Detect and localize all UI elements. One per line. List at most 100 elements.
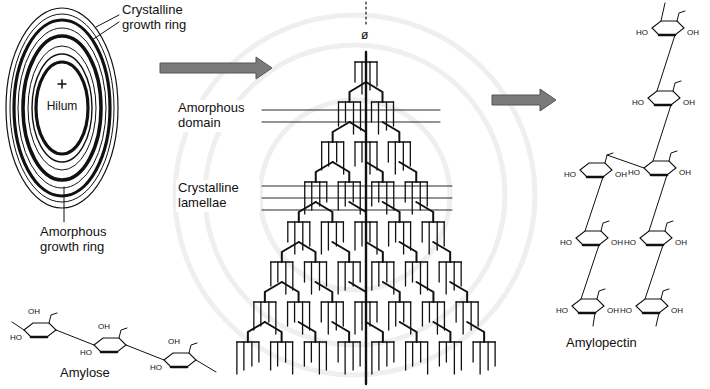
side-chain (326, 182, 327, 202)
side-chain (319, 342, 320, 374)
side-chain (277, 262, 278, 282)
cluster-bar (288, 221, 310, 223)
branch-chain (349, 202, 366, 222)
leader-line (92, 22, 119, 40)
side-chain (311, 262, 312, 294)
cluster-bar (237, 341, 259, 343)
side-chain (494, 342, 495, 366)
branch-chain (383, 202, 400, 222)
side-chain (285, 262, 286, 294)
side-chain (321, 222, 322, 254)
starch-granule (6, 8, 119, 222)
side-chain (461, 262, 462, 286)
side-chain (311, 342, 312, 362)
atom-label: OH (168, 338, 180, 346)
atom-label: OH (675, 239, 687, 247)
side-chain (410, 222, 411, 250)
side-chain (353, 262, 354, 286)
side-chain (472, 342, 473, 362)
ring-front-edge (643, 312, 659, 315)
ring-front-edge (171, 366, 187, 369)
side-chain (294, 222, 295, 254)
glycosidic-bond (581, 245, 599, 299)
side-chain (371, 102, 372, 122)
cluster-bar (372, 101, 394, 103)
side-chain (336, 222, 337, 246)
side-chain (287, 222, 288, 242)
glycosidic-bond (656, 313, 659, 326)
cluster-bar (305, 181, 327, 183)
cluster-bar (389, 301, 411, 303)
glycosidic-bond (196, 360, 216, 372)
side-chain (388, 302, 389, 330)
atom-label: OH (671, 307, 683, 315)
growth-ring (10, 14, 114, 202)
ch2oh-bond (673, 81, 681, 91)
side-chain (338, 262, 339, 294)
branch-chain (332, 322, 349, 342)
cluster-bar (473, 341, 495, 343)
branch-chain (282, 242, 299, 262)
side-chain (386, 262, 387, 282)
glycosidic-bond (649, 175, 667, 231)
side-chain (270, 342, 271, 370)
branch-chain (265, 322, 282, 342)
side-chain (243, 342, 244, 370)
glucose-ring (644, 161, 676, 175)
side-chain (345, 262, 346, 290)
cluster-bar (339, 101, 361, 103)
cluster-bar (405, 181, 427, 183)
branch-chain (383, 282, 400, 302)
side-chain (328, 142, 329, 166)
atom-label: HO (564, 171, 576, 179)
side-chain (405, 182, 406, 202)
side-chain (369, 142, 370, 174)
ring-front-edge (655, 104, 671, 107)
side-chain (285, 342, 286, 362)
side-chain (359, 342, 360, 366)
side-chain (455, 302, 456, 322)
atom-label: OH (687, 29, 699, 37)
side-chain (454, 262, 455, 290)
side-chain (321, 302, 322, 322)
branch-chain (299, 202, 316, 222)
branch-chain (299, 242, 316, 262)
growth-ring (28, 46, 96, 170)
branch-chain (316, 162, 333, 182)
side-chain (422, 222, 423, 242)
side-chain (444, 302, 445, 330)
cluster-bar (322, 141, 344, 143)
side-chain (439, 342, 440, 366)
leader-line (96, 15, 119, 27)
side-chain (376, 302, 377, 322)
ring-front-edge (583, 244, 599, 247)
side-chain (422, 302, 423, 326)
side-chain (388, 222, 389, 246)
cluster-bar (321, 301, 343, 303)
atom-label: OH (679, 169, 691, 177)
glycosidic-bond (657, 35, 675, 91)
lamella-line (262, 198, 452, 199)
atom-label: HO (10, 334, 22, 342)
side-chain (361, 302, 362, 330)
leader-line (64, 187, 65, 222)
branch-chain (400, 322, 417, 342)
ch2oh-bond (669, 151, 677, 161)
side-chain (354, 142, 355, 166)
side-chain (360, 262, 361, 282)
branch-chain (433, 322, 450, 342)
side-chain (395, 142, 396, 174)
ch2oh-bond (49, 313, 57, 323)
glycosidic-bond (585, 177, 603, 231)
side-chain (353, 182, 354, 202)
side-chain (444, 222, 445, 246)
glucose-chains (12, 3, 685, 372)
side-chain (361, 222, 362, 246)
cluster-bar (338, 261, 360, 263)
atom-label: HO (636, 29, 648, 37)
glycosidic-bond (653, 105, 671, 161)
side-chain (371, 262, 372, 290)
branch-chain (450, 282, 467, 302)
side-chain (343, 222, 344, 242)
